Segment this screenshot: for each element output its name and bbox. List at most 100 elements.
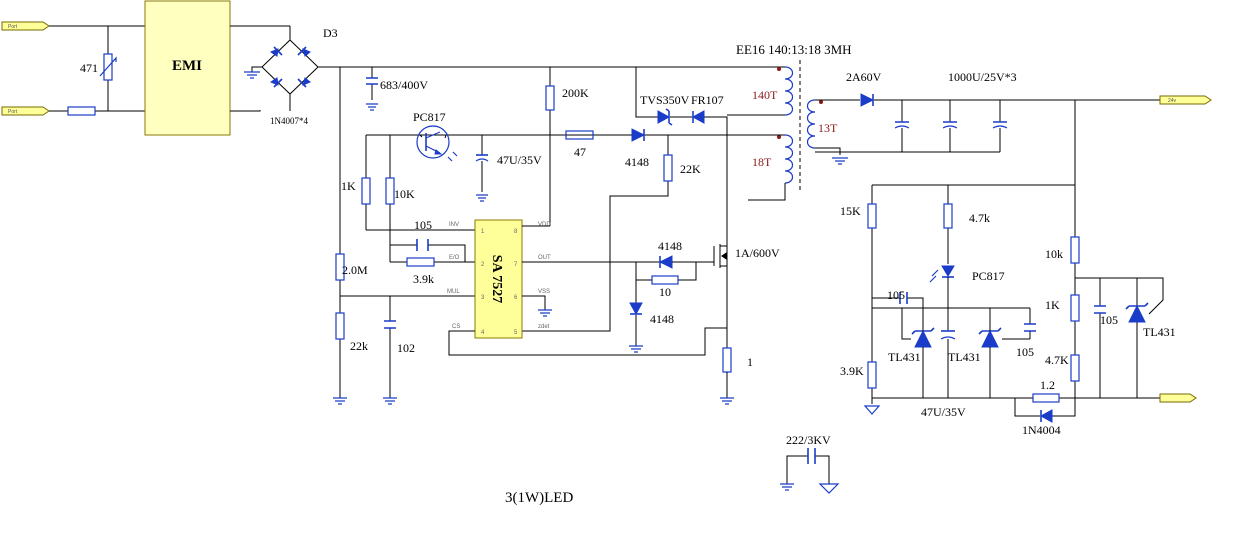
bridge-part-label: 1N4007*4 [270, 116, 308, 126]
r-3-9k-right [867, 361, 877, 389]
ic-sa7527 [474, 219, 523, 339]
r-4-7k-right [1070, 354, 1080, 382]
tvs-label: TVS350V [640, 93, 690, 107]
svg-text:Port: Port [8, 24, 18, 30]
pin-1: 1 [481, 229, 485, 235]
tl431-a-label: TL431 [888, 350, 921, 364]
cap-105-c [1094, 305, 1106, 314]
cap-y-222-3kv [780, 448, 840, 494]
cap-105-a-label: 105 [887, 288, 905, 302]
ground-feedback [863, 405, 881, 415]
d-4148-c-label: 4148 [650, 312, 674, 326]
input-port-l: Port [1, 21, 50, 31]
r-1k-left [361, 177, 371, 205]
r-1k-right-label: 1K [1045, 298, 1060, 312]
secondary-turns-label: 13T [818, 121, 838, 135]
r-3-9k-left-label: 3.9k [413, 272, 434, 286]
r-10-label: 10 [659, 285, 671, 299]
diode-1n4004 [1039, 409, 1053, 423]
output-caps-label: 1000U/25V*3 [948, 70, 1017, 84]
pin-vss-label: VSS [538, 289, 550, 295]
svg-text:Port: Port [8, 109, 18, 115]
varistor-471 [99, 53, 117, 81]
ground-vss [538, 309, 552, 317]
pin-6: 6 [514, 295, 518, 301]
transformer-label: EE16 140:13:18 3MH [736, 42, 852, 57]
pc817-top-label: PC817 [413, 110, 446, 124]
r-4-7k-top [943, 203, 953, 229]
cap-47u-label: 47U/35V [497, 153, 542, 167]
r-200k-label: 200K [562, 86, 589, 100]
r-47 [565, 130, 594, 140]
output-diode-label: 2A60V [846, 70, 882, 84]
r-10 [651, 275, 679, 285]
d-4148-b-label: 4148 [658, 239, 682, 253]
pin-4: 4 [481, 330, 485, 336]
pin-3: 3 [481, 295, 485, 301]
r-47-label: 47 [574, 145, 586, 159]
ground-secondary [832, 157, 848, 165]
tl431-b-label: TL431 [948, 350, 981, 364]
pin-inv-label: INV [449, 222, 459, 228]
pin-mul-label: MUL [447, 289, 460, 295]
cap-683-400v [366, 77, 378, 111]
cap-47u-right [940, 308, 956, 398]
r-15k [867, 203, 877, 229]
bridge-rectifier [251, 26, 340, 111]
ground-bridge [244, 71, 260, 79]
pin-out-label: OUT [538, 255, 551, 261]
cap-47u-right-label: 47U/35V [921, 405, 966, 419]
ground-divider [333, 397, 347, 405]
r-sense-label: 1 [747, 355, 753, 369]
r-10k-left-label: 10K [394, 187, 415, 201]
r-1-2 [1032, 393, 1060, 403]
cap-105-b [1024, 323, 1036, 332]
tl431-c [1125, 277, 1164, 323]
r-15k-label: 15K [840, 204, 861, 218]
pin-5: 5 [514, 330, 518, 336]
pin-zcd-label: zdet [538, 324, 550, 330]
svg-text:24v: 24v [1168, 98, 1177, 104]
d-4148-a-label: 4148 [625, 155, 649, 169]
pc817-right-label: PC817 [972, 269, 1005, 283]
r-1-2-label: 1.2 [1040, 378, 1055, 392]
mosfet-label: 1A/600V [735, 246, 780, 260]
fr107-diode [691, 110, 705, 124]
tl431-a [901, 308, 935, 398]
pin-2: 2 [481, 262, 485, 268]
emi-label: EMI [172, 58, 202, 74]
mosfet [713, 240, 728, 348]
pin-eo-label: E/O [449, 255, 460, 261]
ground-sense [720, 397, 734, 405]
r-22k-top-label: 22K [680, 162, 701, 176]
pin-7: 7 [514, 262, 518, 268]
r-22k-bottom [335, 312, 345, 340]
tl431-b [978, 308, 1030, 398]
tvs-diode [657, 108, 673, 126]
r-3-9k-right-label: 3.9K [840, 364, 864, 378]
r-22k-top [663, 154, 673, 182]
r-2-0m [335, 253, 345, 281]
pc817-led [929, 265, 955, 283]
pin-8: 8 [514, 229, 518, 235]
d-1n4004-label: 1N4004 [1022, 423, 1061, 437]
r-sense [722, 347, 732, 373]
pin-vdd-label: VDD [538, 222, 551, 228]
pc817-phototransistor [416, 125, 458, 162]
cap-105-b-label: 105 [1016, 345, 1034, 359]
r-4-7k-right-label: 4.7K [1045, 353, 1069, 367]
cap-y-label: 222/3KV [786, 433, 831, 447]
transformer [777, 60, 823, 190]
cap-102 [383, 320, 397, 405]
cap-105-c-label: 105 [1100, 313, 1118, 327]
pin-cs-label: CS [452, 324, 460, 330]
cap-47u-35v-primary [475, 154, 489, 202]
cap-105-left [416, 239, 429, 251]
varistor-label: 471 [80, 61, 98, 75]
tl431-c-label: TL431 [1143, 325, 1176, 339]
primary-turns-label: 140T [752, 88, 778, 102]
diode-4148-b [658, 255, 673, 269]
cap-102-label: 102 [397, 341, 415, 355]
output-capacitors [894, 100, 1008, 152]
